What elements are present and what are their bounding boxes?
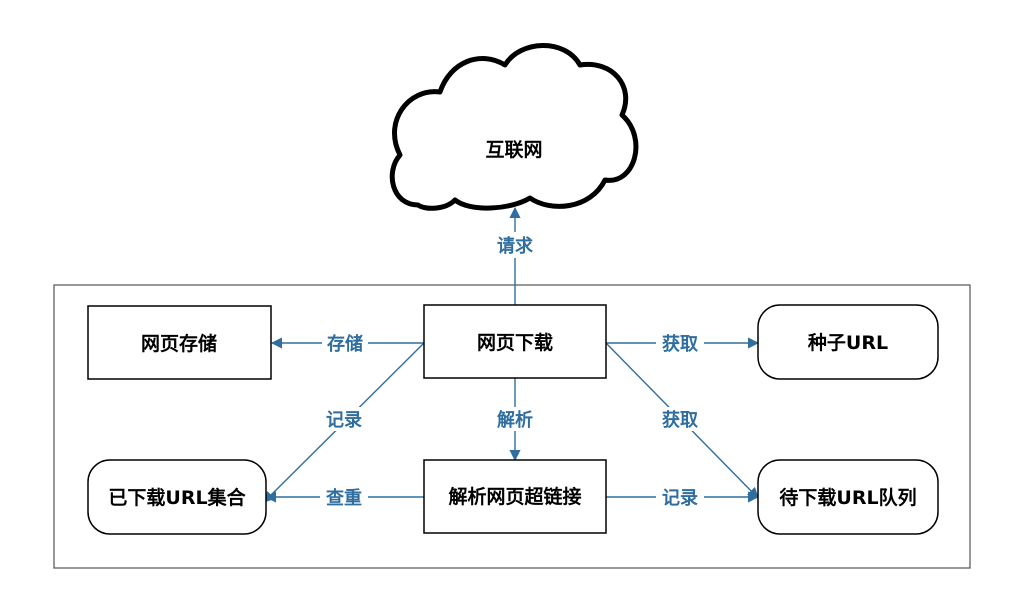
edge-label-dedupe: 查重 — [326, 487, 362, 509]
node-download: 网页下载 — [423, 304, 607, 379]
internet-cloud: 互联网 — [389, 43, 639, 211]
edge-label-fetch-queue: 获取 — [662, 409, 699, 431]
node-seed: 种子URL — [757, 304, 939, 380]
node-queue-label: 待下载URL队列 — [779, 486, 916, 509]
internet-label: 互联网 — [485, 139, 542, 161]
edge-labels: 请求 存储 获取 记录 解析 获取 查重 记录 — [320, 232, 704, 509]
node-parse-label: 解析网页超链接 — [448, 485, 581, 508]
cloud-shape — [389, 43, 639, 211]
node-download-label: 网页下载 — [477, 331, 553, 354]
edge-label-fetch-seed: 获取 — [662, 333, 699, 355]
node-downloaded-set-label: 已下载URL集合 — [108, 486, 246, 509]
edge-label-request: 请求 — [497, 235, 534, 257]
edge-label-record-queue: 记录 — [662, 488, 698, 509]
node-seed-label: 种子URL — [807, 332, 888, 354]
system-frame — [53, 284, 971, 569]
edge-label-record-set: 记录 — [326, 410, 362, 431]
node-storage-label: 网页存储 — [141, 332, 217, 355]
edge-label-store: 存储 — [327, 333, 363, 355]
node-storage: 网页存储 — [87, 305, 272, 380]
node-downloaded-set: 已下载URL集合 — [87, 459, 267, 535]
edge-label-parse: 解析 — [497, 409, 533, 431]
node-queue: 待下载URL队列 — [757, 459, 939, 535]
node-parse: 解析网页超链接 — [423, 459, 607, 534]
